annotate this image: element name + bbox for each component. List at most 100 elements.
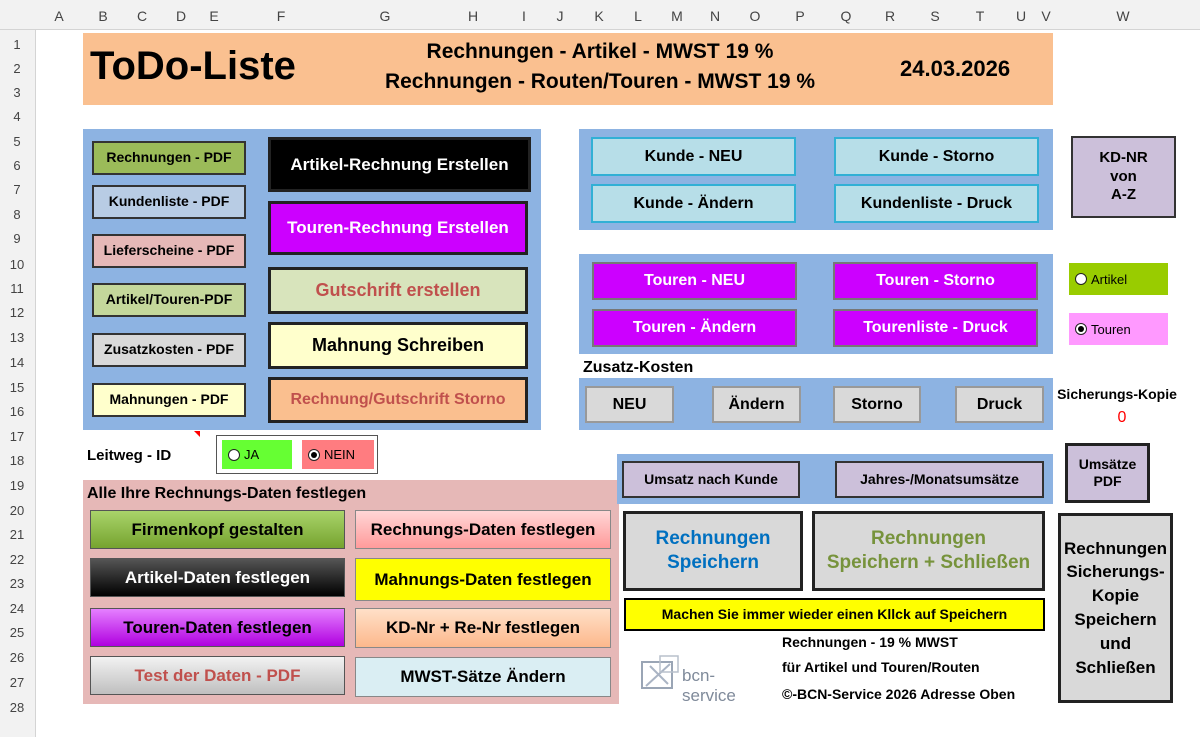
kundenliste-pdf-button[interactable]: Kundenliste - PDF: [92, 185, 246, 219]
col-header[interactable]: W: [1116, 8, 1130, 24]
touren-storno-button[interactable]: Touren - Storno: [833, 262, 1038, 300]
row-header[interactable]: 21: [9, 527, 25, 542]
col-header[interactable]: P: [795, 8, 805, 24]
radio-icon: [228, 448, 240, 461]
comment-indicator-icon: [194, 431, 200, 437]
row-header[interactable]: 22: [9, 552, 25, 567]
row-header[interactable]: 17: [9, 429, 25, 444]
tourenliste-druck-button[interactable]: Tourenliste - Druck: [833, 309, 1038, 347]
row-header[interactable]: 12: [9, 305, 25, 320]
row-header[interactable]: 2: [13, 61, 21, 76]
rechnungs-daten-button[interactable]: Rechnungs-Daten festlegen: [355, 510, 611, 549]
jahres-monatsumsaetze-button[interactable]: Jahres-/Monatsumsätze: [835, 461, 1044, 498]
leitweg-ja-option[interactable]: JA: [222, 440, 292, 469]
rechnungen-pdf-button[interactable]: Rechnungen - PDF: [92, 141, 246, 175]
mahnung-schreiben-button[interactable]: Mahnung Schreiben: [268, 322, 528, 369]
mahnungen-pdf-button[interactable]: Mahnungen - PDF: [92, 383, 246, 417]
touren-neu-button[interactable]: Touren - NEU: [592, 262, 797, 300]
rechnung-gutschrift-storno-button[interactable]: Rechnung/Gutschrift Storno: [268, 377, 528, 423]
kd-re-nr-button[interactable]: KD-Nr + Re-Nr festlegen: [355, 608, 611, 648]
umsaetze-pdf-button[interactable]: Umsätze PDF: [1065, 443, 1150, 503]
col-header[interactable]: I: [522, 8, 526, 24]
row-header[interactable]: 6: [13, 158, 21, 173]
row-header[interactable]: 3: [13, 85, 21, 100]
col-header[interactable]: U: [1015, 8, 1027, 24]
zusatz-druck-button[interactable]: Druck: [955, 386, 1044, 423]
col-header[interactable]: K: [594, 8, 604, 24]
artikel-touren-pdf-button[interactable]: Artikel/Touren-PDF: [92, 283, 246, 317]
mode-touren-option[interactable]: Touren: [1069, 313, 1168, 345]
mahnungs-daten-button[interactable]: Mahnungs-Daten festlegen: [355, 558, 611, 601]
kunde-aendern-button[interactable]: Kunde - Ändern: [591, 184, 796, 223]
artikel-rechnung-erstellen-button[interactable]: Artikel-Rechnung Erstellen: [268, 137, 531, 192]
row-header[interactable]: 13: [9, 330, 25, 345]
col-header[interactable]: D: [175, 8, 187, 24]
firmenkopf-gestalten-button[interactable]: Firmenkopf gestalten: [90, 510, 345, 549]
col-header[interactable]: H: [467, 8, 479, 24]
zusatz-storno-button[interactable]: Storno: [833, 386, 921, 423]
mwst-saetze-button[interactable]: MWST-Sätze Ändern: [355, 657, 611, 697]
leitweg-ja-label: JA: [244, 447, 260, 462]
rechnungen-speichern-button[interactable]: Rechnungen Speichern: [623, 511, 803, 591]
row-header[interactable]: 20: [9, 503, 25, 518]
test-daten-pdf-button[interactable]: Test der Daten - PDF: [90, 656, 345, 695]
row-header[interactable]: 16: [9, 404, 25, 419]
umsatz-nach-kunde-button[interactable]: Umsatz nach Kunde: [622, 461, 800, 498]
col-header[interactable]: E: [209, 8, 219, 24]
kd-nr-sort-button[interactable]: KD-NR von A-Z: [1071, 136, 1176, 218]
col-header[interactable]: R: [884, 8, 896, 24]
row-header[interactable]: 24: [9, 601, 25, 616]
touren-rechnung-erstellen-button[interactable]: Touren-Rechnung Erstellen: [268, 201, 528, 255]
lieferscheine-pdf-button[interactable]: Lieferscheine - PDF: [92, 234, 246, 268]
row-header[interactable]: 10: [9, 257, 25, 272]
row-header[interactable]: 23: [9, 576, 25, 591]
speichern-line-2: Speichern: [667, 552, 759, 573]
col-header[interactable]: Q: [840, 8, 852, 24]
umsaetze-pdf-line-2: PDF: [1093, 473, 1122, 489]
zusatz-neu-button[interactable]: NEU: [585, 386, 674, 423]
save-hint-banner: Machen Sie immer wieder einen Kllck auf …: [624, 598, 1045, 631]
row-header[interactable]: 25: [9, 625, 25, 640]
row-header[interactable]: 4: [13, 109, 21, 124]
row-header[interactable]: 1: [13, 37, 21, 52]
row-header[interactable]: 15: [9, 380, 25, 395]
col-header[interactable]: O: [749, 8, 761, 24]
mode-touren-label: Touren: [1091, 321, 1131, 337]
artikel-daten-button[interactable]: Artikel-Daten festlegen: [90, 558, 345, 597]
row-header[interactable]: 14: [9, 355, 25, 370]
row-header[interactable]: 11: [10, 281, 24, 296]
kunde-storno-button[interactable]: Kunde - Storno: [834, 137, 1039, 176]
row-header[interactable]: 9: [13, 231, 21, 246]
mode-artikel-option[interactable]: Artikel: [1069, 263, 1168, 295]
row-header[interactable]: 19: [9, 478, 25, 493]
col-header[interactable]: C: [136, 8, 148, 24]
col-header[interactable]: N: [709, 8, 721, 24]
col-header[interactable]: F: [276, 8, 286, 24]
zusatz-aendern-button[interactable]: Ändern: [712, 386, 801, 423]
speichern-schliessen-button[interactable]: Rechnungen Speichern + Schließen: [812, 511, 1045, 591]
col-header[interactable]: A: [54, 8, 64, 24]
row-header[interactable]: 5: [13, 134, 21, 149]
kundenliste-druck-button[interactable]: Kundenliste - Druck: [834, 184, 1039, 223]
col-header[interactable]: J: [556, 8, 564, 24]
col-header[interactable]: M: [671, 8, 683, 24]
kunde-neu-button[interactable]: Kunde - NEU: [591, 137, 796, 176]
row-header[interactable]: 7: [13, 182, 21, 197]
gutschrift-erstellen-button[interactable]: Gutschrift erstellen: [268, 267, 528, 314]
col-header[interactable]: S: [930, 8, 940, 24]
col-header[interactable]: V: [1041, 8, 1051, 24]
col-header[interactable]: G: [379, 8, 391, 24]
col-header[interactable]: B: [98, 8, 108, 24]
row-header[interactable]: 26: [9, 650, 25, 665]
col-header[interactable]: L: [634, 8, 642, 24]
zusatzkosten-pdf-button[interactable]: Zusatzkosten - PDF: [92, 333, 246, 367]
row-header[interactable]: 18: [9, 453, 25, 468]
row-header[interactable]: 28: [9, 700, 25, 715]
touren-aendern-button[interactable]: Touren - Ändern: [592, 309, 797, 347]
row-header[interactable]: 8: [13, 207, 21, 222]
leitweg-nein-option[interactable]: NEIN: [302, 440, 374, 469]
row-header[interactable]: 27: [9, 675, 25, 690]
col-header[interactable]: T: [975, 8, 985, 24]
sicherungs-kopie-speichern-button[interactable]: Rechnungen Sicherungs- Kopie Speichern u…: [1058, 513, 1173, 703]
touren-daten-button[interactable]: Touren-Daten festlegen: [90, 608, 345, 647]
